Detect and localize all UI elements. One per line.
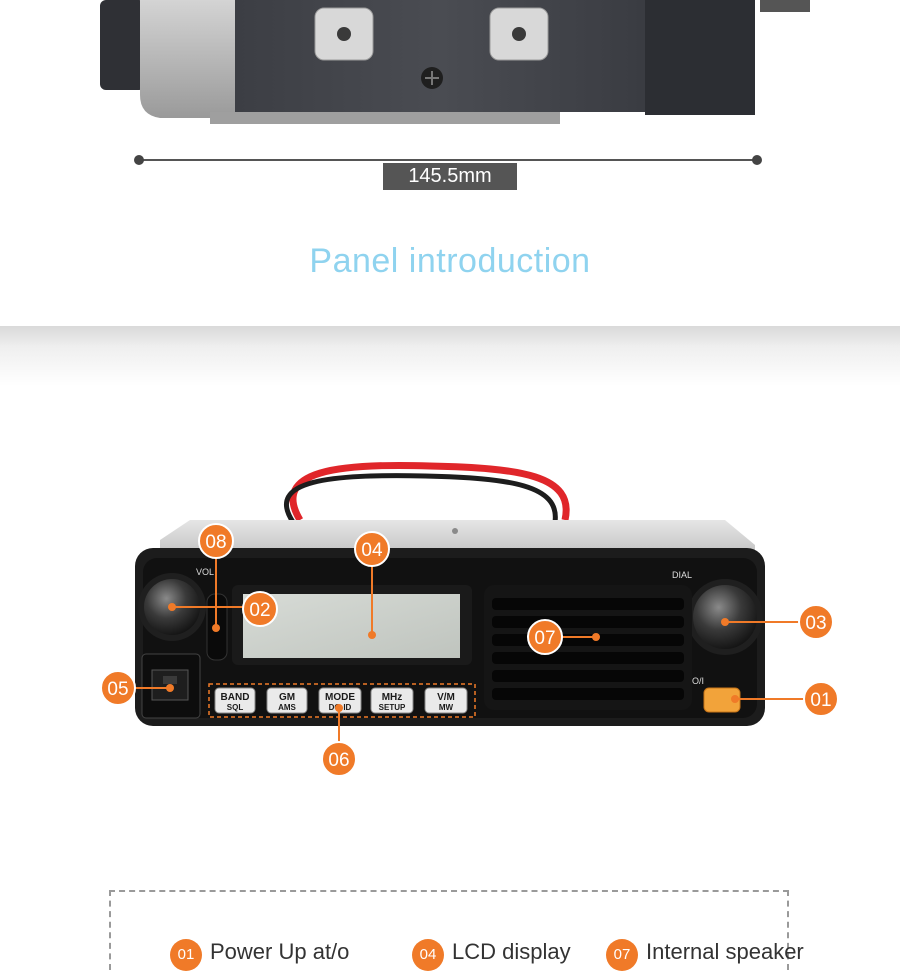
dial-knob[interactable] xyxy=(693,585,757,649)
callout-leader-lines xyxy=(134,556,805,742)
speaker-grille xyxy=(484,585,692,710)
svg-text:02: 02 xyxy=(249,600,270,621)
legend-text: Internal speaker xyxy=(646,939,804,964)
callout-02: 02 xyxy=(242,591,278,627)
svg-text:SETUP: SETUP xyxy=(379,703,406,712)
dimension-label: 145.5mm xyxy=(383,163,517,190)
function-button-2[interactable]: GM AMS xyxy=(266,687,308,714)
legend-text: LCD display xyxy=(452,939,571,964)
svg-text:04: 04 xyxy=(361,540,383,561)
svg-text:BAND: BAND xyxy=(221,692,250,703)
section-divider-shadow xyxy=(0,326,900,386)
function-keys-outline xyxy=(208,683,476,718)
screw-hole-icon xyxy=(512,27,526,41)
radio-front-panel: VOL DIAL O/I BAND SQL GM AMS MODE DG- xyxy=(100,461,839,777)
legend-badge: 01 xyxy=(170,939,202,971)
power-cable-red xyxy=(289,461,570,522)
legend-badge: 07 xyxy=(606,939,638,971)
radio-body-side xyxy=(235,0,645,112)
mount-rail xyxy=(210,112,560,124)
callout-03: 03 xyxy=(798,604,834,640)
callout-anchor-dots xyxy=(166,603,739,712)
svg-text:08: 08 xyxy=(205,532,226,553)
vol-label: VOL xyxy=(196,567,214,577)
svg-text:SQL: SQL xyxy=(227,703,244,712)
svg-text:GM: GM xyxy=(279,692,295,703)
svg-text:03: 03 xyxy=(805,613,826,634)
callout-06: 06 xyxy=(321,741,357,777)
callout-07: 07 xyxy=(527,619,563,655)
callout-05: 05 xyxy=(100,670,136,706)
callout-04: 04 xyxy=(354,531,390,567)
legend-text: Power Up at/o xyxy=(210,939,350,964)
svg-text:MODE: MODE xyxy=(325,692,355,703)
front-bezel-side xyxy=(140,0,235,118)
callout-08: 08 xyxy=(198,523,234,559)
function-button-1[interactable]: BAND SQL xyxy=(214,687,256,714)
power-cable-black xyxy=(284,473,558,524)
dimension-endpoint-right xyxy=(752,155,762,165)
screw-hole-icon xyxy=(337,27,351,41)
svg-text:AMS: AMS xyxy=(278,703,296,712)
legend-badge: 04 xyxy=(412,939,444,971)
svg-text:07: 07 xyxy=(534,628,555,649)
lcd-display xyxy=(243,594,460,658)
legend-box xyxy=(109,890,789,970)
svg-text:MHz: MHz xyxy=(382,692,403,703)
svg-text:MW: MW xyxy=(439,703,454,712)
dial-label: DIAL xyxy=(672,570,692,580)
svg-text:01: 01 xyxy=(810,690,831,711)
svg-text:05: 05 xyxy=(107,679,128,700)
dimension-endpoint-left xyxy=(134,155,144,165)
side-bracket xyxy=(100,0,145,90)
power-label: O/I xyxy=(692,676,704,686)
rear-connector xyxy=(760,0,810,12)
rear-heatsink-side xyxy=(645,0,755,115)
section-title: Panel introduction xyxy=(309,242,591,280)
svg-text:V/M: V/M xyxy=(437,692,455,703)
dimension-line xyxy=(138,159,758,161)
callout-01: 01 xyxy=(803,681,839,717)
svg-text:06: 06 xyxy=(328,750,349,771)
function-button-5[interactable]: V/M MW xyxy=(424,687,468,714)
radio-side-photo xyxy=(100,0,810,124)
function-button-4[interactable]: MHz SETUP xyxy=(370,687,414,714)
